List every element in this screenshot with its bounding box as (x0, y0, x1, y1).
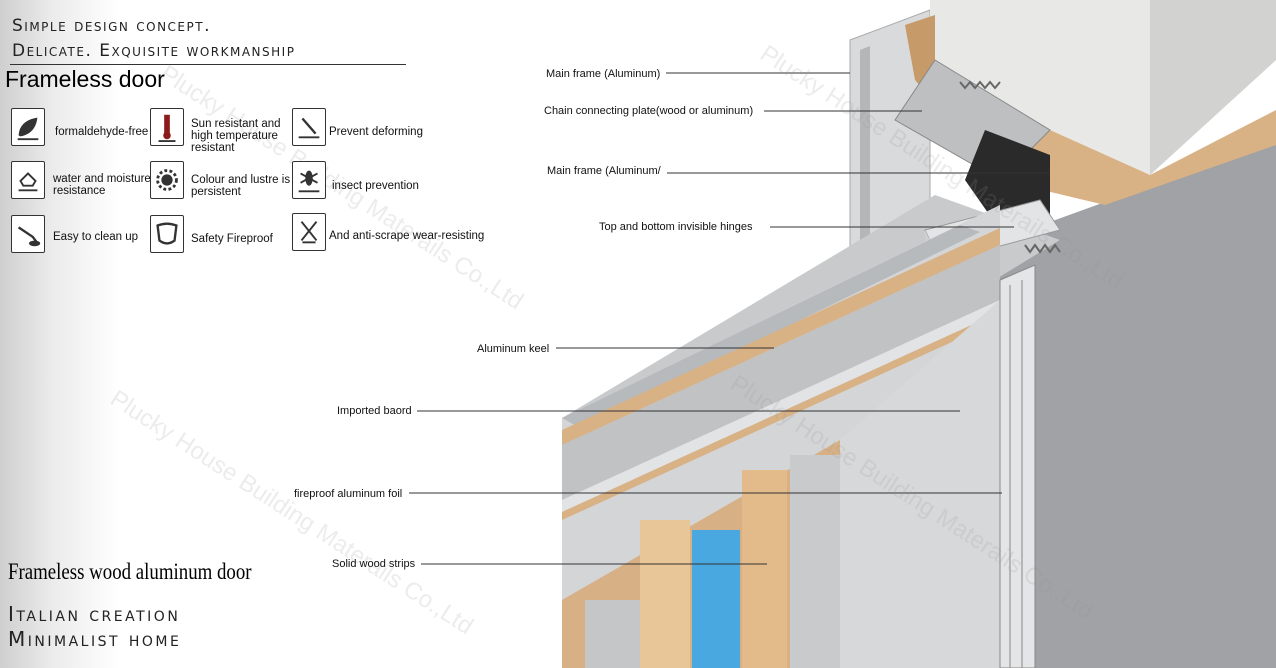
frame-rail (999, 264, 1036, 668)
callout-aluminum-foil: fireproof aluminum foil (294, 488, 403, 500)
wood-strip (742, 470, 787, 668)
board-layer (562, 228, 1000, 445)
leaf-icon (11, 108, 45, 146)
callout-wood-strips: Solid wood strips (332, 558, 416, 570)
header-line-1: Simple design concept. (12, 16, 211, 36)
product-subtitle: Frameless wood aluminum door (8, 559, 252, 584)
feature-label: Colour and lustre is persistent (191, 174, 291, 198)
sun-gear-icon (150, 161, 184, 199)
footer-line-2: Minimalist home (8, 627, 182, 651)
feature-label: insect prevention (332, 180, 419, 192)
feature-label: Sun resistant and high temperature resis… (191, 118, 281, 154)
foil-panel (790, 455, 840, 668)
feature-label: formaldehyde-free (55, 126, 149, 138)
foil-panel (585, 600, 640, 668)
wood-strip (640, 520, 690, 668)
water-drop-icon (11, 161, 45, 199)
cleaning-icon (11, 215, 45, 253)
frame-jamb-side (860, 46, 870, 249)
thermometer-icon (150, 108, 184, 146)
gasket (1024, 243, 1061, 254)
inner-wood-layer (562, 312, 1000, 520)
page-title: Frameless door (5, 66, 165, 92)
callout-main-frame-2: Main frame (Aluminum/ (547, 165, 661, 177)
callout-imported-board: Imported baord (337, 405, 412, 417)
keel-layer (562, 225, 980, 428)
anti-scratch-icon (292, 213, 326, 251)
wall-surface (1000, 140, 1276, 668)
gasket (959, 80, 1001, 90)
callout-connecting-plate: Chain connecting plate(wood or aluminum) (544, 105, 754, 117)
callout-aluminum-keel: Aluminum keel (477, 343, 550, 355)
header-divider (10, 64, 406, 65)
feature-label: And anti-scrape wear-resisting (329, 230, 485, 242)
footer-line-1: Italian creation (8, 602, 181, 626)
aluminum-keel-layer (562, 245, 1000, 500)
level-icon (292, 108, 326, 146)
feature-label: Prevent deforming (329, 126, 423, 138)
feature-label: water and moisture resistance (53, 173, 151, 197)
feature-label: Safety Fireproof (191, 233, 273, 245)
insect-icon (292, 161, 326, 199)
callout-hinges: Top and bottom invisible hinges (599, 221, 753, 233)
shield-icon (150, 215, 184, 253)
wood-frame (1000, 110, 1276, 205)
callout-main-frame: Main frame (Aluminum) (546, 68, 661, 80)
door-right-face (840, 300, 1000, 668)
concrete-side (1150, 0, 1276, 175)
glass-strip (692, 530, 740, 668)
feature-label: Easy to clean up (53, 231, 139, 243)
foil-layer (562, 300, 1000, 512)
header-line-2: Delicate. Exquisite workmanship (12, 41, 296, 61)
